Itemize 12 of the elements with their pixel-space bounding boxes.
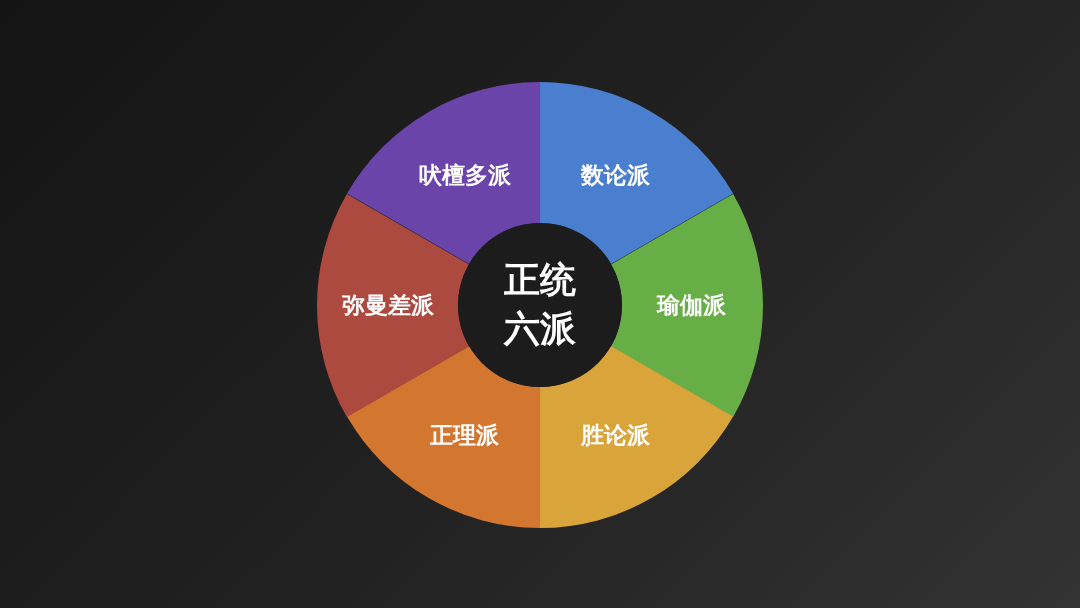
wheel-segment [540,346,734,528]
wheel-segment [611,193,763,417]
wheel-segment [346,346,540,528]
segment-label: 弥曼差派 [342,290,434,320]
segment-label: 瑜伽派 [657,290,727,320]
segment-label: 正理派 [430,420,500,450]
wheel-segment [317,193,469,417]
center-title: 正统六派 [503,259,577,351]
segment-label: 胜论派 [580,420,650,450]
segment-label: 数论派 [580,160,650,190]
segment-label: 吠檀多派 [419,160,511,190]
wheel-segment [346,82,540,264]
